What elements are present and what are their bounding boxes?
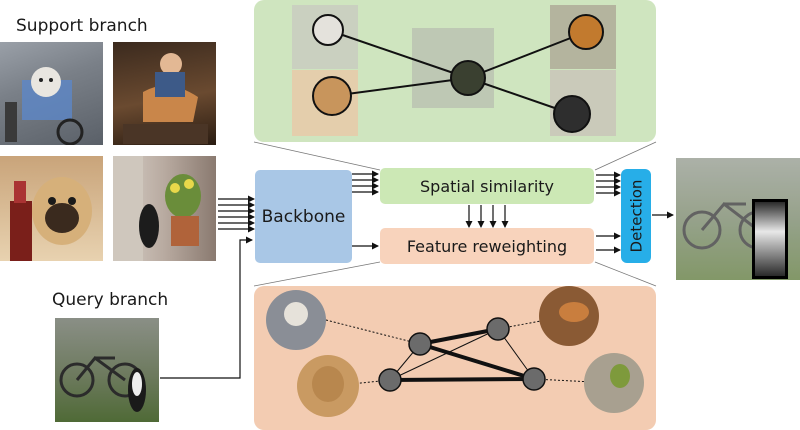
similarity-graph (292, 5, 616, 136)
support-image-pug-bottle (0, 156, 103, 261)
feature-reweighting-box: Feature reweighting (380, 228, 594, 264)
support-image-woman-dog (113, 42, 216, 145)
detection-bounding-box (752, 199, 788, 279)
support-image-dog-flowerpot (113, 156, 216, 261)
detection-box: Detection (621, 169, 651, 263)
detection-label: Detection (627, 179, 645, 253)
support-branch-label: Support branch (16, 16, 148, 36)
query-image-dog-bicycle (55, 318, 159, 422)
backbone-box: Backbone (255, 170, 352, 263)
query-branch-label: Query branch (52, 290, 169, 310)
support-image-dog-basket (0, 42, 103, 145)
reweighting-graph (266, 286, 644, 417)
spatial-similarity-box: Spatial similarity (380, 168, 594, 204)
